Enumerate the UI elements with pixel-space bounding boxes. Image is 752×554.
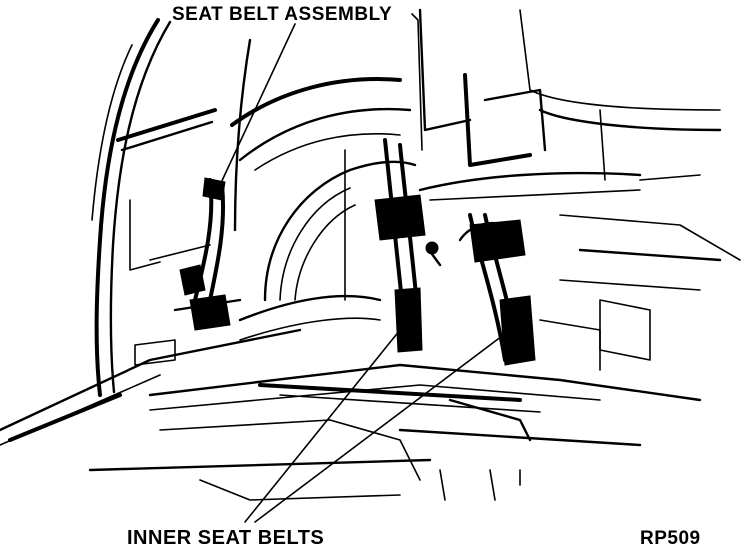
leader-lines <box>219 13 511 523</box>
floor-pan <box>88 299 702 501</box>
leader-seat-belt-assembly-right <box>411 13 423 151</box>
figure-code-label: RP509 <box>640 528 701 549</box>
inner-seat-belt-center <box>374 138 442 353</box>
leader-inner-belt-center <box>244 329 401 523</box>
left-body-side <box>0 18 302 446</box>
seat-belt-assembly-label: SEAT BELT ASSEMBLY <box>172 4 393 25</box>
leader-seat-belt-assembly <box>219 23 296 186</box>
inner-seat-belts-label: INNER SEAT BELTS <box>127 527 325 549</box>
rear-quarter-panel <box>418 8 741 291</box>
outer-seat-belt-assembly <box>173 177 242 331</box>
inner-seat-belt-right <box>458 213 536 366</box>
leader-inner-belt-right <box>254 329 511 523</box>
b-pillar-and-wheelhouse <box>230 38 417 341</box>
